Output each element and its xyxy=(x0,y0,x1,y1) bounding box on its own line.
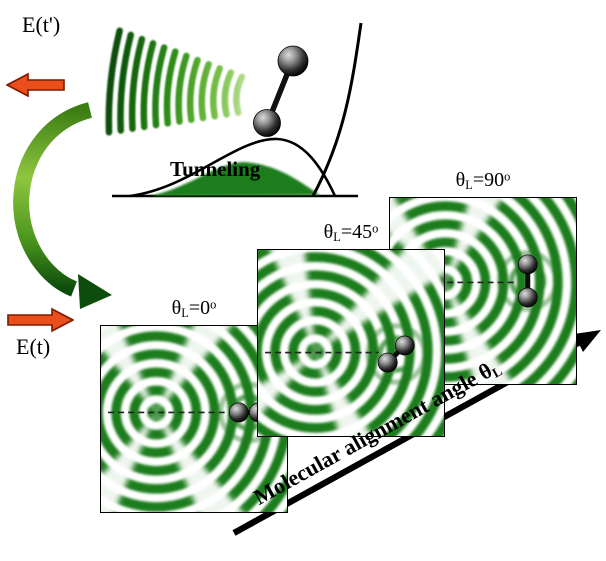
theta-subscript: L xyxy=(181,306,189,321)
wave-pattern-theta-45 xyxy=(258,250,444,436)
panel-theta-90-label: θL=90o xyxy=(389,169,577,193)
theta-value: =90 xyxy=(472,169,505,191)
panel-theta-45 xyxy=(257,249,445,437)
degree-superscript: o xyxy=(504,169,511,184)
cycle-green-arrow-icon xyxy=(13,102,112,309)
tunneled-wavepacket xyxy=(150,162,320,196)
theta-value: =45 xyxy=(340,221,373,243)
theta-subscript: L xyxy=(465,178,473,193)
e-t-prime-arrow-icon xyxy=(6,72,65,98)
field-before-label: E(t') xyxy=(22,12,61,37)
e-t-arrow-icon xyxy=(7,307,74,333)
panel-theta-0 xyxy=(100,325,288,513)
theta-subscript: L xyxy=(333,230,341,245)
panel-theta-0-label: θL=0o xyxy=(100,297,288,321)
diatomic-molecule xyxy=(253,45,309,137)
theta-value: =0 xyxy=(188,297,211,319)
theta-symbol: θ xyxy=(455,169,466,191)
field-after-label: E(t) xyxy=(16,334,51,359)
axis-arrowhead-icon xyxy=(574,330,601,352)
potential-barrier-curve xyxy=(129,137,337,198)
tunneling-label: Tunneling xyxy=(170,157,261,181)
degree-superscript: o xyxy=(210,297,217,312)
theta-symbol: θ xyxy=(323,221,334,243)
theta-symbol: θ xyxy=(171,297,182,319)
tunneling-illustration xyxy=(105,22,363,198)
panel-theta-45-label: θL=45o xyxy=(257,221,445,245)
degree-superscript: o xyxy=(372,221,379,236)
coulomb-wall-curve xyxy=(311,22,363,197)
